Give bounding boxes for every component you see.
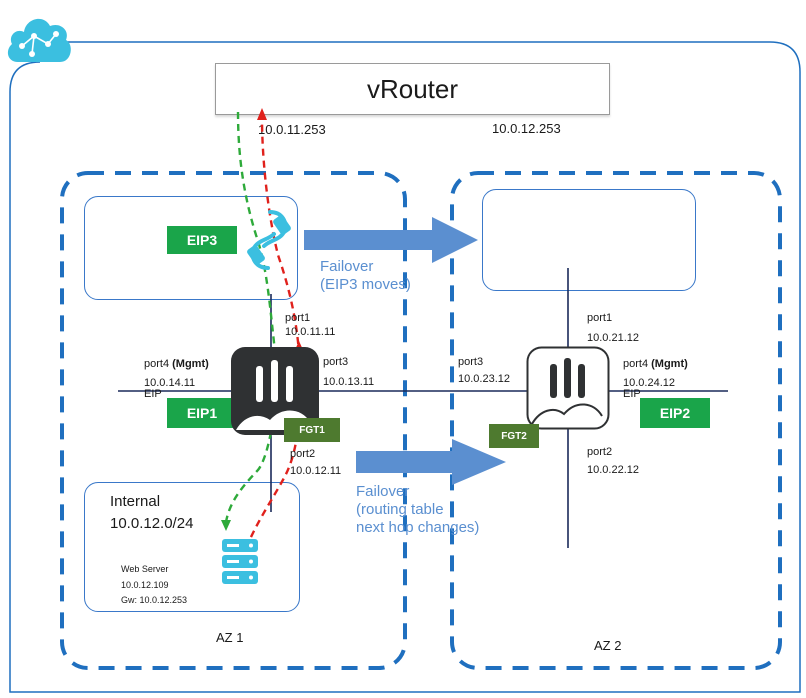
fgt2-port1-name: port1 bbox=[587, 312, 613, 324]
eip3-badge: EIP3 bbox=[167, 226, 237, 254]
failover-eip3-line1: Failover bbox=[320, 258, 374, 275]
fgt1-tag: FGT1 bbox=[284, 418, 340, 442]
internal-cidr: 10.0.12.0/24 bbox=[110, 515, 194, 532]
fgt1-port2-ip: 10.0.12.11 bbox=[290, 465, 342, 477]
webserver-info: Web Server 10.0.12.109 Gw: 10.0.12.253 bbox=[121, 563, 187, 607]
failover-arrow-eip3 bbox=[304, 217, 478, 263]
fgt2-port1-ip: 10.0.21.12 bbox=[587, 332, 639, 344]
fgt2-port4-ip: 10.0.24.12 bbox=[623, 377, 675, 389]
az1-label: AZ 1 bbox=[216, 630, 244, 645]
fgt2-port3: port3 10.0.23.12 bbox=[458, 355, 510, 386]
fgt1-port4-eip: EIP bbox=[144, 388, 162, 400]
fgt2-port4: port4 (Mgmt) 10.0.24.12 EIP bbox=[623, 357, 688, 401]
fgt2-port2-name: port2 bbox=[587, 446, 613, 458]
fgt1-port3-ip: 10.0.13.11 bbox=[323, 376, 375, 388]
fgt1-port3-name: port3 bbox=[323, 356, 349, 368]
fgt2-port3-ip: 10.0.23.12 bbox=[458, 373, 510, 385]
subnet-az2-ip: 10.0.12.253 bbox=[492, 121, 561, 136]
eip2-badge: EIP2 bbox=[640, 398, 710, 428]
fgt2-port4-name: port4 bbox=[623, 358, 652, 370]
cloud-icon bbox=[7, 18, 71, 63]
vrouter-label: vRouter bbox=[366, 73, 459, 104]
fgt1-port1: port1 10.0.11.11 bbox=[285, 311, 335, 339]
failover-arrow-routing bbox=[356, 439, 506, 485]
public-subnet-az2 bbox=[482, 189, 696, 291]
fgt2-port4-mgmt: (Mgmt) bbox=[651, 358, 688, 370]
fgt1-port2-name: port2 bbox=[290, 448, 316, 460]
az2-label: AZ 2 bbox=[594, 638, 622, 653]
fgt1-port1-name: port1 bbox=[285, 312, 311, 324]
fgt1-port3: port3 10.0.13.11 bbox=[323, 355, 374, 389]
fgt1-port2: port2 10.0.12.11 bbox=[290, 447, 341, 478]
internal-subnet-az1 bbox=[84, 482, 300, 612]
webserver-name: Web Server bbox=[121, 564, 169, 574]
fgt1-port4-name: port4 bbox=[144, 358, 173, 370]
failover-routing-line1: Failover bbox=[356, 483, 410, 500]
vrouter-box: vRouter bbox=[215, 63, 610, 115]
subnet-az1-ip: 10.0.11.253 bbox=[258, 122, 326, 137]
internal-title: Internal bbox=[110, 493, 161, 510]
fgt2-port2-ip: 10.0.22.12 bbox=[587, 464, 639, 476]
server-stack-icon bbox=[222, 539, 258, 584]
failover-eip3-label: Failover (EIP3 moves) bbox=[320, 258, 411, 294]
az1-border bbox=[60, 171, 407, 670]
fgt2-port1: port1 10.0.21.12 bbox=[587, 311, 639, 345]
fgt2-port3-name: port3 bbox=[458, 356, 484, 368]
fgt2-tag: FGT2 bbox=[489, 424, 539, 448]
fgt2-port2: port2 10.0.22.12 bbox=[587, 445, 639, 477]
firewall-icon bbox=[526, 346, 610, 430]
fgt1-port4-ip: 10.0.14.11 bbox=[144, 377, 196, 389]
failover-routing-label: Failover (routing table next hop changes… bbox=[356, 483, 479, 537]
firewall-icon bbox=[231, 347, 319, 435]
failover-routing-line3: next hop changes) bbox=[356, 519, 480, 536]
az2-border bbox=[450, 171, 782, 670]
fgt1-port4-mgmt: (Mgmt) bbox=[172, 358, 209, 370]
eip1-badge: EIP1 bbox=[167, 398, 237, 428]
fgt1-port1-ip: 10.0.11.11 bbox=[285, 326, 336, 338]
failover-routing-line2: (routing table bbox=[356, 501, 444, 518]
fgt2-port4-eip: EIP bbox=[623, 388, 641, 400]
router-sync-icon bbox=[247, 210, 291, 270]
fgt1-port4: port4 (Mgmt) 10.0.14.11 EIP bbox=[144, 357, 209, 401]
failover-eip3-line2: (EIP3 moves) bbox=[320, 276, 411, 293]
traffic-path-green bbox=[224, 111, 278, 523]
webserver-ip: 10.0.12.109 bbox=[121, 579, 169, 590]
webserver-gw: Gw: 10.0.12.253 bbox=[121, 595, 188, 605]
